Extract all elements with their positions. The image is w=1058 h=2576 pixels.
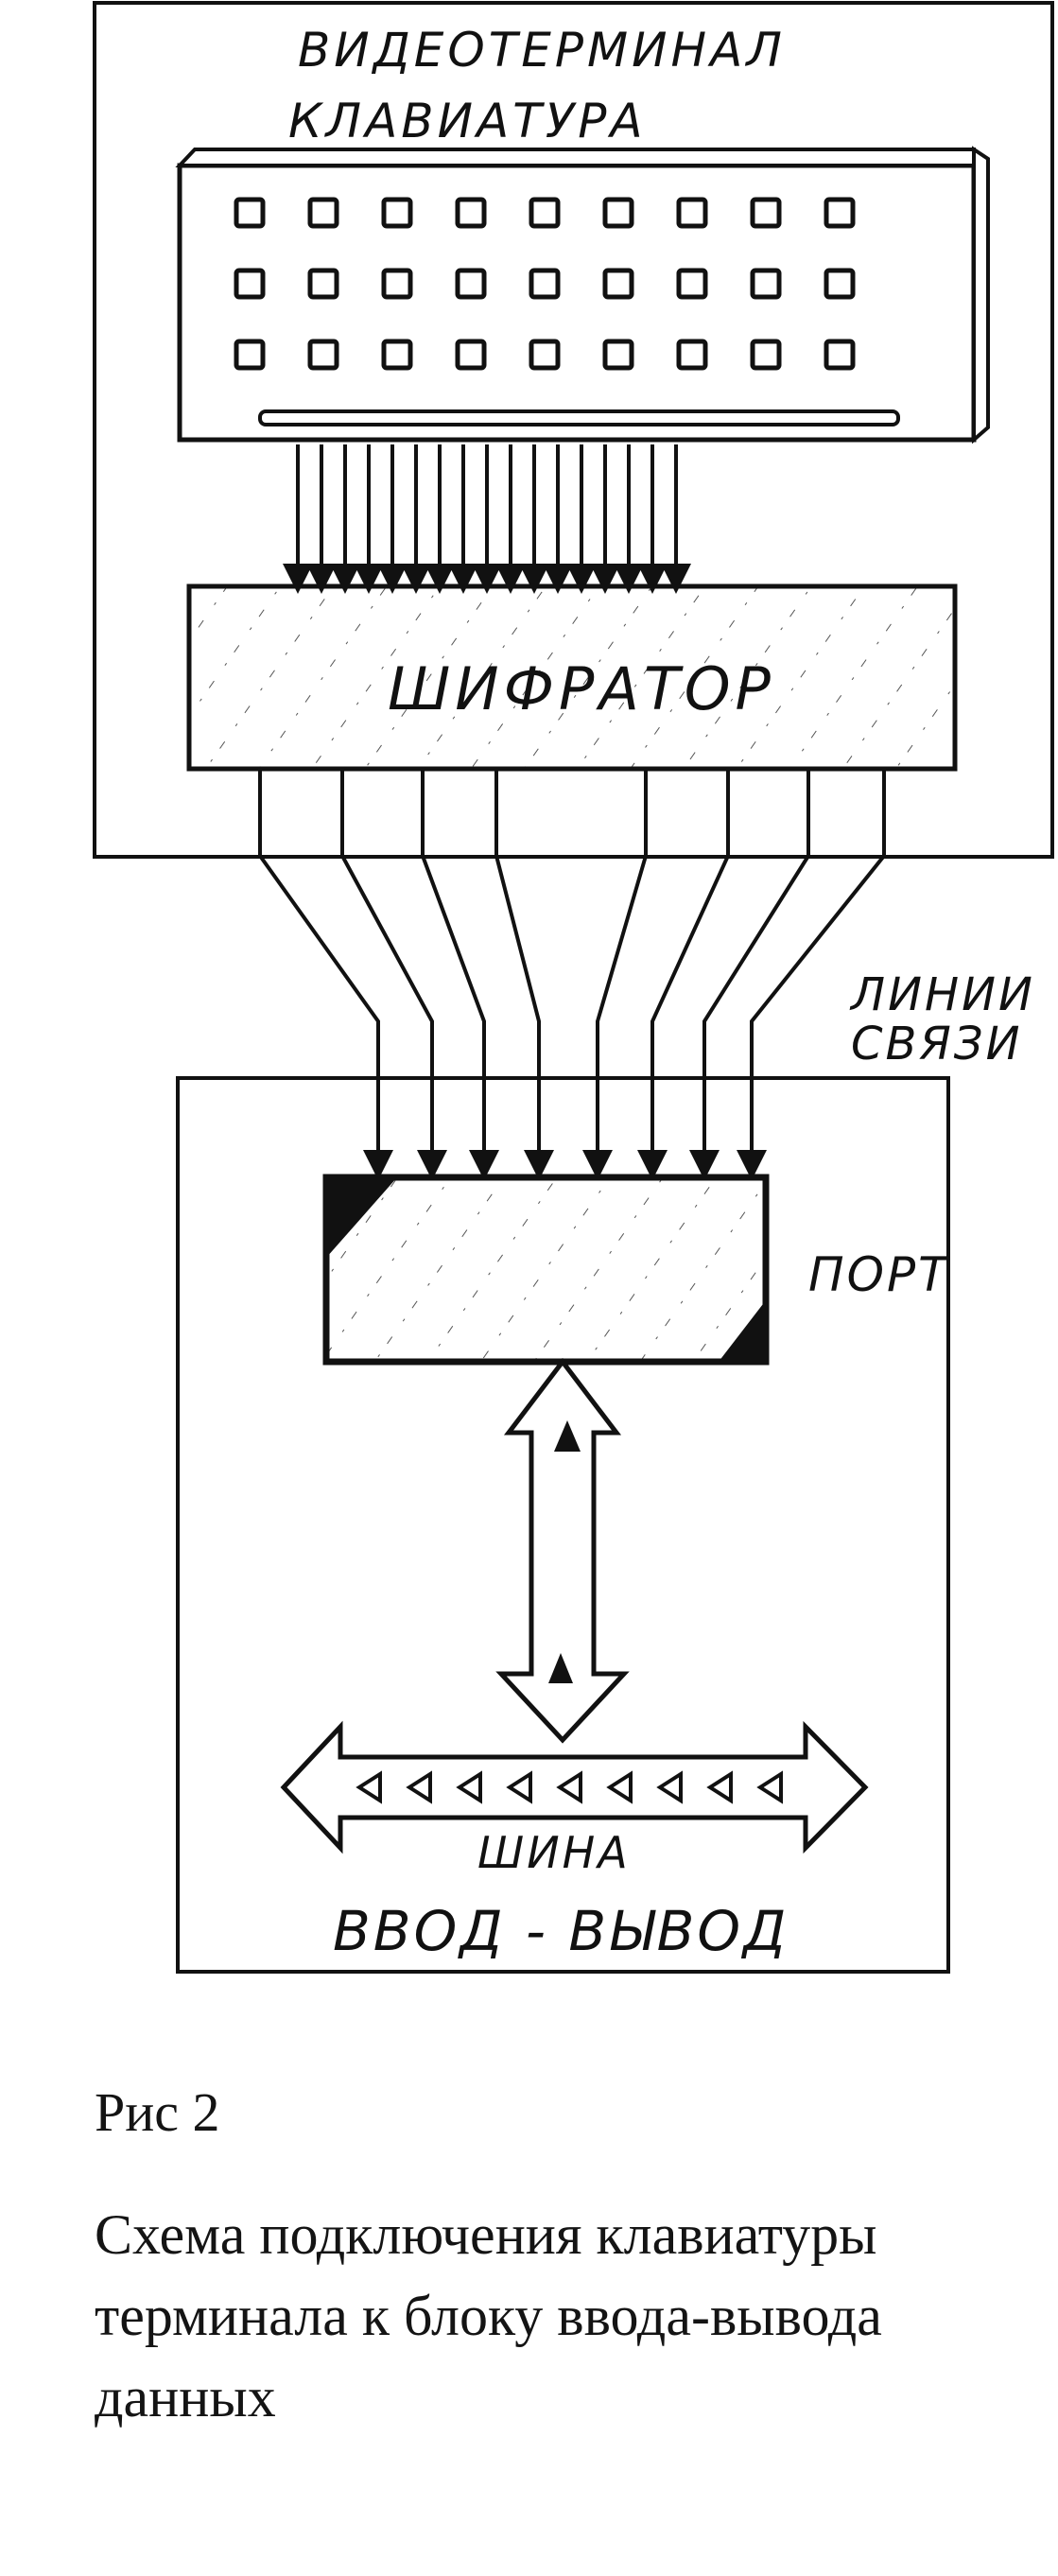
key	[307, 197, 339, 229]
key	[234, 268, 266, 300]
key	[824, 339, 856, 371]
lines-label-2: СВЯЗИ	[851, 1018, 1022, 1070]
communication-line	[258, 771, 393, 1180]
io-unit-frame	[176, 1076, 950, 1974]
key	[381, 197, 413, 229]
encoder-block: ШИФРАТОР	[186, 583, 958, 772]
figure-number: Рис 2	[95, 2081, 220, 2143]
bus-mark	[756, 1770, 783, 1804]
key	[750, 339, 782, 371]
key	[455, 197, 487, 229]
keyboard-label: КЛАВИАТУРА	[288, 94, 647, 148]
terminal-frame	[93, 1, 1054, 859]
bus-mark	[656, 1770, 683, 1804]
bus-label-2: ВВОД - ВЫВОД	[333, 1899, 789, 1963]
keyboard-block	[175, 146, 990, 444]
key	[529, 197, 561, 229]
key	[307, 339, 339, 371]
bus-mark	[556, 1770, 582, 1804]
communication-lines	[258, 771, 886, 1180]
key	[381, 268, 413, 300]
port-block: ПОРТ	[322, 1174, 950, 1366]
space-bar	[258, 409, 900, 426]
keyboard-to-encoder-arrows	[283, 444, 691, 594]
key	[676, 197, 708, 229]
bus-mark	[356, 1770, 382, 1804]
key	[676, 339, 708, 371]
key	[824, 197, 856, 229]
figure-caption: Схема подключения клавиатуры терминала к…	[95, 2203, 882, 2428]
bus-mark	[706, 1770, 733, 1804]
key	[602, 197, 634, 229]
io-bus-arrow	[280, 1720, 869, 1854]
communication-line	[637, 771, 730, 1180]
arrow-marker-up	[554, 1420, 581, 1452]
key	[455, 268, 487, 300]
arrow-marker-down	[548, 1653, 573, 1683]
encoder-label: ШИФРАТОР	[388, 654, 775, 723]
key	[234, 197, 266, 229]
communication-line	[737, 771, 886, 1180]
lines-label-1: ЛИНИИ	[849, 968, 1035, 1021]
key	[234, 339, 266, 371]
bus-label-1: ШИНА	[477, 1827, 631, 1878]
bus-mark	[456, 1770, 482, 1804]
key	[381, 339, 413, 371]
key	[307, 268, 339, 300]
communication-line	[494, 771, 554, 1180]
key	[455, 339, 487, 371]
key	[750, 268, 782, 300]
port-body	[322, 1174, 770, 1366]
key	[750, 197, 782, 229]
encoder-body	[186, 583, 958, 772]
key	[824, 268, 856, 300]
bus-direction-marks	[356, 1770, 783, 1804]
communication-line	[582, 771, 648, 1180]
key	[529, 339, 561, 371]
bus-mark	[606, 1770, 633, 1804]
communication-line	[340, 771, 447, 1180]
bus-mark	[506, 1770, 532, 1804]
port-label: ПОРТ	[808, 1247, 950, 1302]
key	[676, 268, 708, 300]
key	[529, 268, 561, 300]
bus-mark	[406, 1770, 432, 1804]
keyboard-connection-diagram: ВИДЕОТЕРМИНАЛ КЛАВИАТУРА ШИФРАТОР ЛИНИИ …	[93, 1, 1054, 1974]
communication-line	[421, 771, 499, 1180]
terminal-title: ВИДЕОТЕРМИНАЛ	[298, 23, 786, 78]
port-bus-double-arrow	[495, 1357, 630, 1744]
keyboard-keys	[234, 197, 856, 371]
communication-line	[689, 771, 810, 1180]
key	[602, 339, 634, 371]
key	[602, 268, 634, 300]
